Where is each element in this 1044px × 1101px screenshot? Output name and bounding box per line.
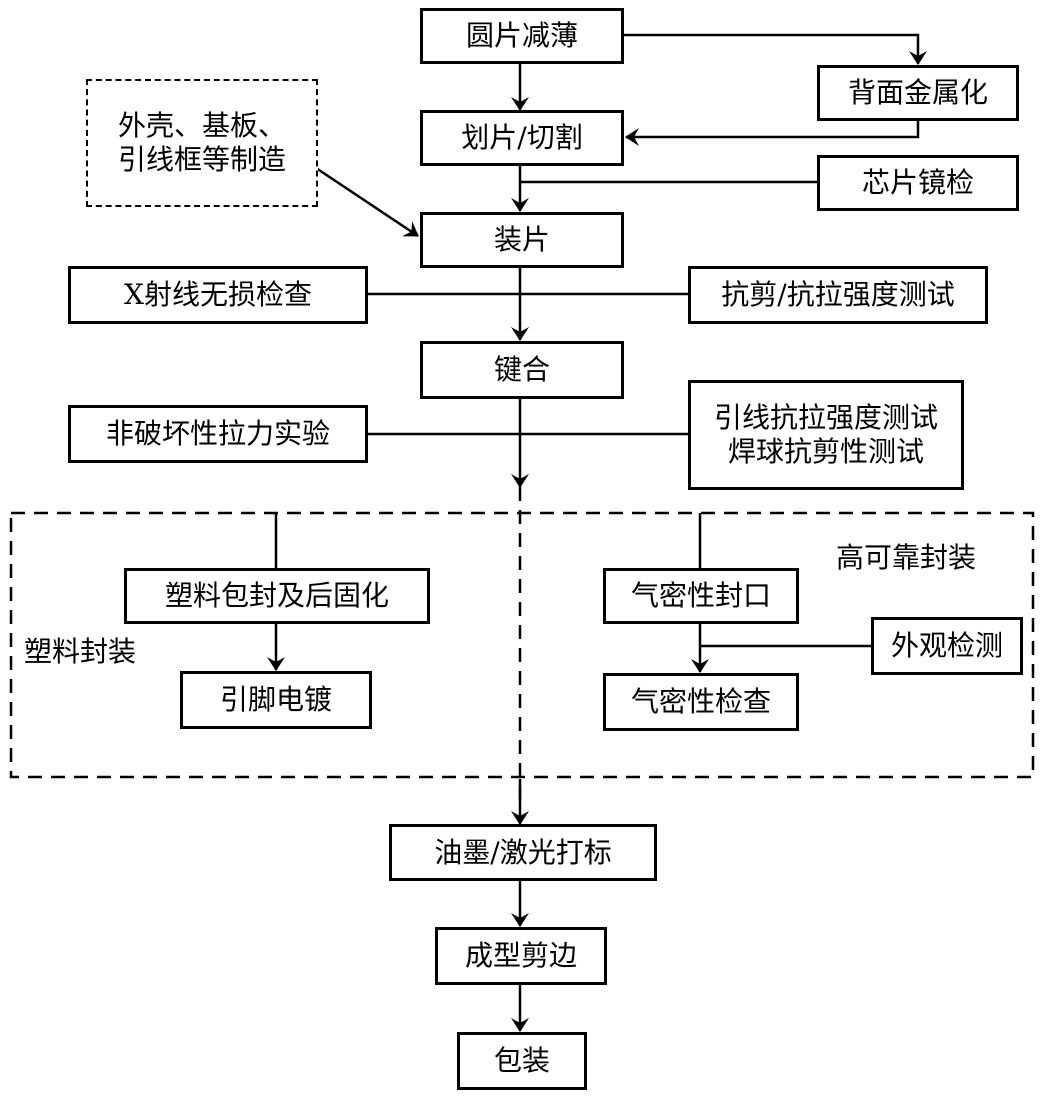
- node-chip-inspection[interactable]: 芯片镜检: [817, 155, 1019, 211]
- node-visual-inspection[interactable]: 外观检测: [871, 617, 1023, 675]
- group-label-plastic: 塑料封装: [24, 635, 137, 668]
- node-label: 键合: [493, 353, 550, 386]
- node-label: 引脚电镀: [219, 683, 332, 716]
- node-marking[interactable]: 油墨/激光打标: [389, 824, 657, 881]
- node-label: 气密性检查: [630, 685, 771, 718]
- node-label: 非破坏性拉力实验: [105, 417, 330, 450]
- node-label: 塑料包封及后固化: [164, 579, 389, 612]
- node-hermetic-sealing[interactable]: 气密性封口: [603, 568, 799, 624]
- node-xray-inspection[interactable]: X射线无损检查: [68, 266, 368, 324]
- node-label-line-2: 引线框等制造: [117, 143, 286, 176]
- node-label-line-1: 引线抗拉强度测试: [713, 401, 938, 434]
- edge-shell-dieattach: [315, 166, 419, 238]
- node-shell-fabrication[interactable]: 外壳、基板、 引线框等制造: [86, 79, 318, 207]
- node-trim-form[interactable]: 成型剪边: [435, 927, 607, 985]
- node-label: 外观检测: [890, 629, 1003, 662]
- node-shear-pull-test[interactable]: 抗剪/抗拉强度测试: [688, 266, 988, 324]
- node-label: 背面金属化: [847, 76, 988, 109]
- node-die-attach[interactable]: 装片: [420, 212, 624, 268]
- node-label: 包装: [493, 1044, 550, 1077]
- node-hermetic-check[interactable]: 气密性检查: [603, 673, 799, 731]
- package-group-frame: [9, 511, 1035, 779]
- node-label: 装片: [493, 223, 550, 256]
- node-backside-metallization[interactable]: 背面金属化: [817, 65, 1019, 121]
- group-label-high-reliability: 高可靠封装: [836, 541, 977, 574]
- node-plastic-molding[interactable]: 塑料包封及后固化: [124, 568, 430, 624]
- node-label: 抗剪/抗拉强度测试: [721, 278, 955, 311]
- node-bonding[interactable]: 键合: [420, 341, 624, 399]
- node-wire-ball-test[interactable]: 引线抗拉强度测试 焊球抗剪性测试: [688, 380, 964, 490]
- node-packing[interactable]: 包装: [457, 1032, 587, 1090]
- node-label: 划片/切割: [461, 121, 583, 154]
- node-nondestructive-pull[interactable]: 非破坏性拉力实验: [68, 405, 368, 463]
- node-label: 圆片减薄: [465, 19, 578, 52]
- node-label-line-1: 外壳、基板、: [117, 109, 286, 142]
- node-label: X射线无损检查: [124, 278, 312, 311]
- node-dicing[interactable]: 划片/切割: [420, 110, 624, 166]
- node-label: 成型剪边: [464, 939, 577, 972]
- node-label: 油墨/激光打标: [434, 835, 612, 869]
- node-label-line-2: 焊球抗剪性测试: [727, 435, 924, 468]
- node-lead-plating[interactable]: 引脚电镀: [180, 671, 372, 729]
- node-wafer-thinning[interactable]: 圆片减薄: [420, 8, 624, 64]
- node-label: 气密性封口: [630, 579, 771, 612]
- edge-thinning-metallization: [622, 33, 927, 65]
- edge-metallization-dicing: [625, 118, 920, 146]
- node-label: 芯片镜检: [861, 166, 974, 199]
